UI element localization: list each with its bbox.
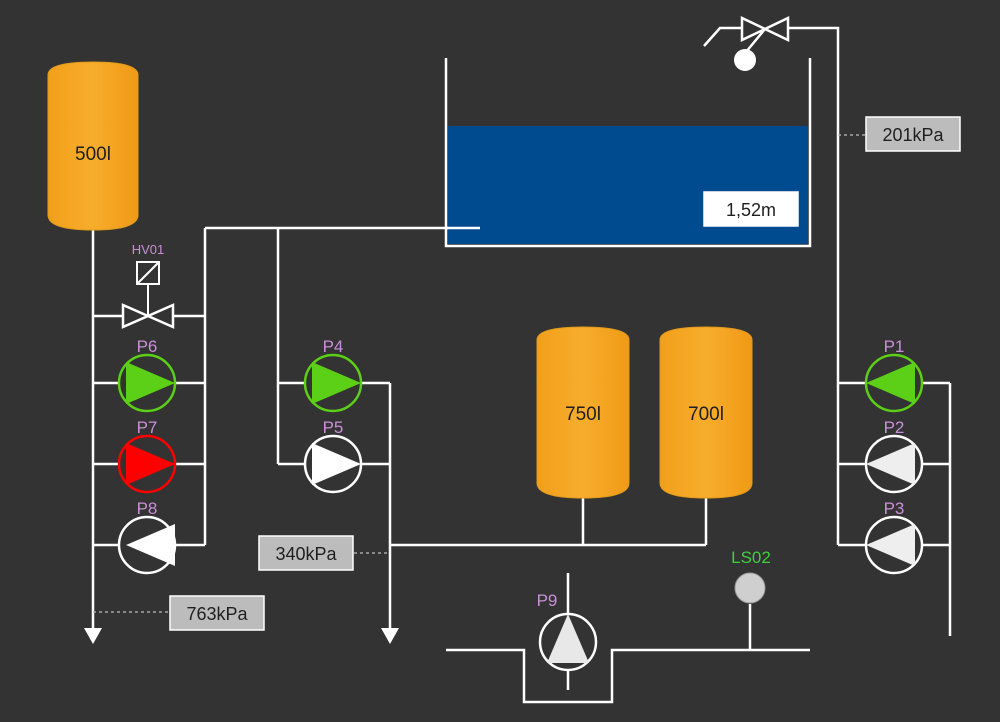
tank-700l[interactable]: 700l [659, 326, 753, 499]
pump-p5[interactable]: P5 [303, 418, 363, 494]
pump-p3[interactable]: P3 [864, 499, 924, 575]
level-switch-ls02-label: LS02 [731, 548, 771, 567]
pump-p9-label: P9 [537, 591, 558, 610]
tank-750l[interactable]: 750l [536, 326, 630, 499]
outlet-arrow-middle [381, 628, 399, 644]
pump-running-icon [312, 362, 361, 404]
tank-500l[interactable]: 500l [47, 61, 139, 231]
svg-text:1,52m: 1,52m [726, 200, 776, 220]
pressure-readout-201kpa: 201kPa [865, 116, 961, 152]
reservoir-level-readout: 1,52m [703, 191, 799, 227]
pressure-readout-340kpa: 340kPa [258, 535, 354, 571]
tank-500l-label: 500l [75, 144, 111, 165]
pump-p7[interactable]: P7 [117, 418, 177, 494]
float-ball-icon [734, 49, 756, 71]
level-switch-ls02[interactable]: LS02 [731, 548, 771, 604]
sensor-ball-icon [734, 572, 766, 604]
tank-700l-label: 700l [688, 404, 724, 425]
pump-stopped-icon [126, 524, 175, 566]
pump-p2-label: P2 [884, 418, 905, 437]
pump-fault-icon [126, 443, 175, 485]
svg-text:201kPa: 201kPa [882, 125, 944, 145]
valve-hv01-label: HV01 [132, 242, 165, 257]
float-valve[interactable] [734, 16, 790, 71]
pump-p2[interactable]: P2 [864, 418, 924, 494]
pump-p9[interactable]: P9 [537, 591, 598, 672]
pump-running-icon [866, 362, 915, 404]
pump-p8-label: P8 [137, 499, 158, 518]
pump-p5-label: P5 [323, 418, 344, 437]
pump-running-icon [126, 362, 175, 404]
pump-p6[interactable]: P6 [117, 337, 177, 413]
pump-p3-label: P3 [884, 499, 905, 518]
pump-stopped-icon [547, 614, 589, 663]
pump-p4-label: P4 [323, 337, 344, 356]
valve-hv01[interactable]: HV01 [121, 242, 175, 329]
pump-p4[interactable]: P4 [303, 337, 363, 413]
reservoir-wall [444, 58, 812, 248]
pump-p1[interactable]: P1 [864, 337, 924, 413]
pump-p7-label: P7 [137, 418, 158, 437]
outlet-arrow-left [84, 628, 102, 644]
tank-750l-label: 750l [565, 404, 601, 425]
svg-text:340kPa: 340kPa [275, 544, 337, 564]
svg-text:763kPa: 763kPa [186, 604, 248, 624]
pump-stopped-icon [312, 443, 361, 485]
pump-p1-label: P1 [884, 337, 905, 356]
pipe-network [91, 26, 952, 704]
pressure-readout-763kpa: 763kPa [169, 595, 265, 631]
pump-stopped-icon [866, 524, 915, 566]
pump-p8[interactable]: P8 [117, 499, 177, 575]
pump-p6-label: P6 [137, 337, 158, 356]
pump-stopped-icon [866, 443, 915, 485]
